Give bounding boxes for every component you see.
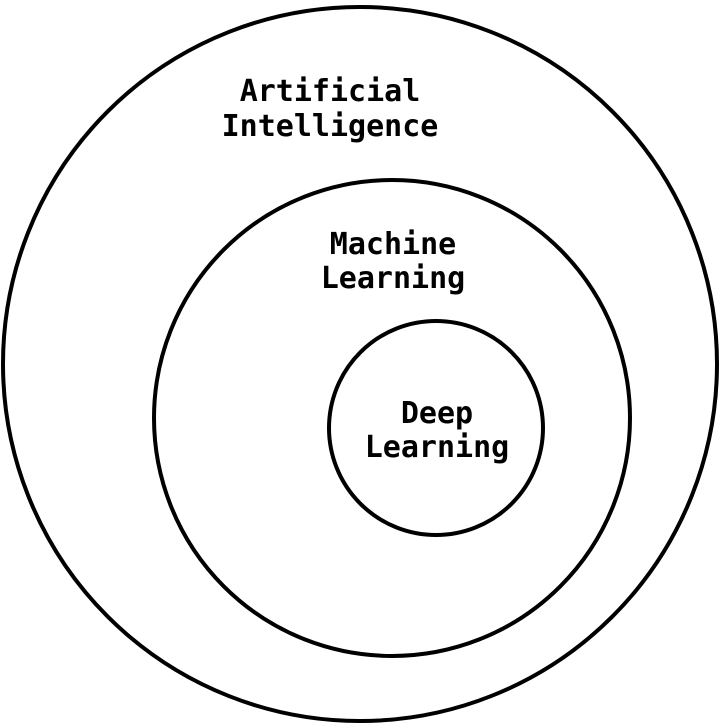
deep-learning-label-line2: Learning — [365, 430, 510, 465]
deep-learning-label-line1: Deep — [401, 396, 473, 431]
artificial-intelligence-label-line2: Intelligence — [222, 109, 439, 144]
deep-learning-circle — [327, 319, 545, 537]
machine-learning-label-line1: Machine — [330, 227, 456, 262]
artificial-intelligence-label-line1: Artificial — [240, 74, 421, 109]
machine-learning-label-line2: Learning — [321, 261, 466, 296]
